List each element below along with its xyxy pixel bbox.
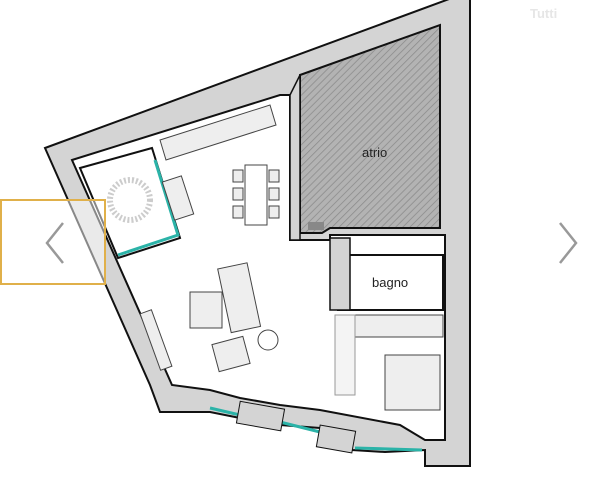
lamp [257,329,279,351]
partition [334,314,356,396]
wardrobe [354,314,444,338]
atrio-wall [289,74,301,241]
bottom-window [209,406,423,452]
kitchen-counter [159,104,277,161]
room-label-bagno: bagno [372,275,409,290]
bagno-wall [329,237,351,311]
sofa [217,262,262,334]
watermark-logo: Tutti [530,6,558,21]
room-label-atrio: atrio [362,145,388,160]
chairs [232,169,280,219]
plant [107,177,153,223]
next-image-button[interactable] [548,215,588,271]
tv-unit [139,309,173,371]
chevron-left-icon [45,222,64,264]
chevron-right-icon [559,222,578,264]
coffee-table [189,291,223,329]
armchair [211,335,251,373]
bed [384,354,441,411]
side-cabinet [161,175,195,221]
previous-image-button[interactable] [35,215,75,271]
column [315,424,357,454]
door-marker [308,222,324,230]
patio-window [117,159,180,257]
dining-table [244,164,268,226]
column [235,400,286,432]
focus-highlight [0,199,106,285]
